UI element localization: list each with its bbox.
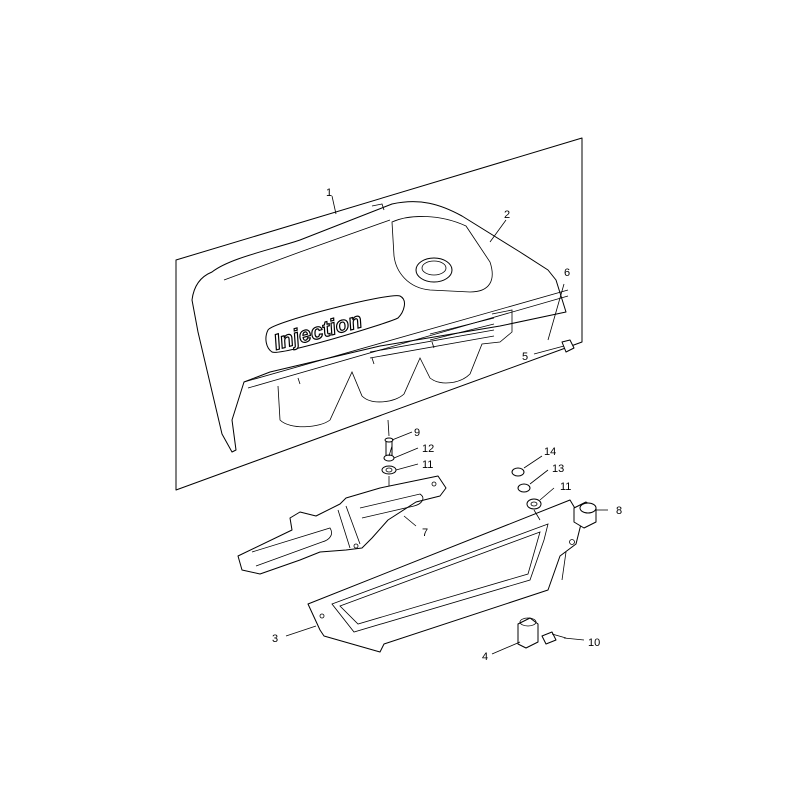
callouts: 1 2 3 4 5 6 7 8 9 10 11 11 12 13 14	[272, 187, 622, 663]
callout-14: 14	[544, 446, 556, 458]
callout-8: 8	[616, 505, 622, 517]
bracket-7	[237, 475, 447, 575]
hardware	[381, 339, 597, 649]
callout-11-left: 11	[422, 459, 433, 471]
callout-3: 3	[272, 633, 278, 645]
callout-12: 12	[422, 443, 434, 455]
callout-7: 7	[422, 527, 428, 539]
callout-6: 6	[564, 267, 570, 279]
callout-1: 1	[326, 187, 332, 199]
callout-10: 10	[588, 637, 600, 649]
callout-4: 4	[482, 651, 488, 663]
engine-cover: Injection	[191, 201, 569, 453]
reference-plane	[175, 137, 583, 491]
callout-11-right: 11	[560, 481, 571, 493]
callout-5: 5	[522, 351, 528, 363]
oil-cap-icon	[415, 257, 453, 283]
leader-lines	[285, 195, 608, 655]
callout-2: 2	[504, 209, 510, 221]
callout-9: 9	[414, 427, 420, 439]
callout-13: 13	[552, 463, 564, 475]
